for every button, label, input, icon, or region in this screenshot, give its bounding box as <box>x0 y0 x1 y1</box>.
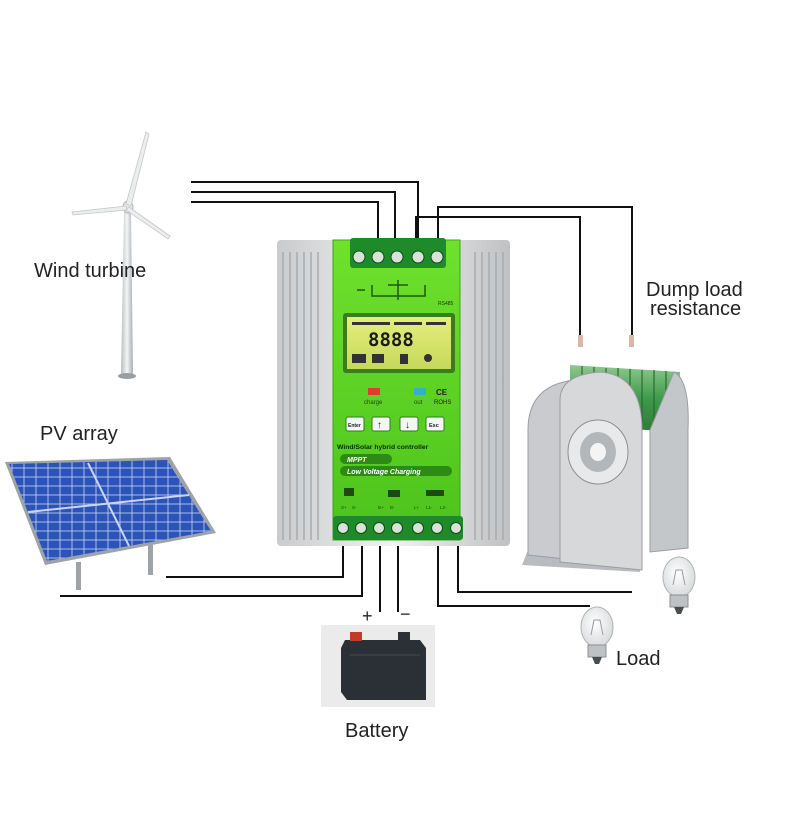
load-label: Load <box>616 648 661 670</box>
pv-array-label: PV array <box>40 423 118 445</box>
light-bulb-icon <box>580 606 614 664</box>
terminal-label-s-minus: S- <box>352 505 357 510</box>
dump-load-label-line1: Dump load <box>646 279 743 301</box>
terminal-label-s-plus: S+ <box>341 505 347 510</box>
dump-load-label-line2: resistance <box>650 298 742 320</box>
up-button-label: ↑ <box>377 420 382 431</box>
dump-load-resistor-icon <box>522 335 689 572</box>
esc-button-label: Esc <box>429 423 439 429</box>
enter-button[interactable]: Enter <box>345 416 365 432</box>
battery-minus-label: − <box>400 604 411 624</box>
pv-array-icon <box>5 457 216 590</box>
light-bulb-icon <box>662 556 696 614</box>
controller-title: Wind/Solar hybrid controller <box>337 444 429 451</box>
lcd-digits: 8888 <box>368 329 414 351</box>
up-button[interactable]: ↑ <box>371 416 391 432</box>
mppt-badge: MPPT <box>347 457 367 464</box>
enter-button-label: Enter <box>348 423 361 429</box>
out-led <box>414 388 426 395</box>
terminal-label-l2-minus: L2- <box>440 505 447 510</box>
terminal-label-l1-minus: L1- <box>426 505 433 510</box>
rohs-mark: ROHS <box>434 400 451 406</box>
down-button[interactable]: ↓ <box>399 416 419 432</box>
battery-plus-label: + <box>362 606 373 626</box>
terminal-label-b-plus: B+ <box>378 505 384 510</box>
ce-mark: CE <box>436 388 448 397</box>
battery-label: Battery <box>345 720 409 742</box>
charge-led <box>368 388 380 395</box>
hybrid-controller: RS485 8888 charge out CE ROHS Enter ↑ <box>277 238 510 546</box>
low-voltage-badge: Low Voltage Charging <box>347 469 421 476</box>
esc-button[interactable]: Esc <box>425 416 445 432</box>
down-button-label: ↓ <box>405 420 410 431</box>
charge-label: charge <box>364 400 383 406</box>
wind-turbine-icon <box>71 131 171 379</box>
battery-icon <box>321 625 435 707</box>
out-label: out <box>414 400 423 406</box>
rs485-label: RS485 <box>438 301 454 307</box>
terminal-label-b-minus: B- <box>390 505 395 510</box>
terminal-label-l-plus: L+ <box>414 505 420 510</box>
wiring <box>60 181 633 612</box>
wind-turbine-label: Wind turbine <box>34 260 147 282</box>
